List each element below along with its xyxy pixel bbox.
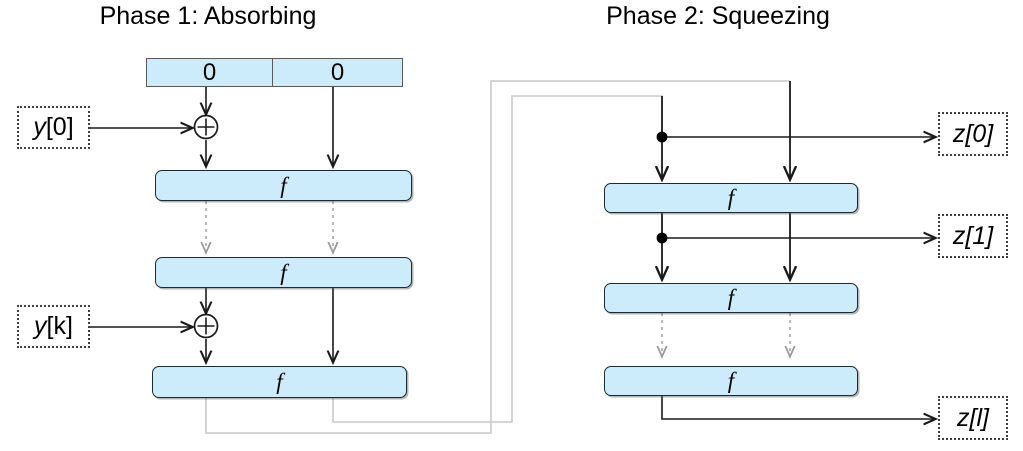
xor-glyph-2 [193,313,219,339]
input-y0-var: y [33,113,46,141]
input-yk-var: y [34,312,47,340]
output-zl-var: z [957,403,970,432]
output-zl-index: [l] [969,403,989,432]
phase1-title: Phase 1: Absorbing [99,2,317,30]
input-yk-index: [k] [46,312,73,340]
phase2-title: Phase 2: Squeezing [606,2,830,30]
feedback-capacity-path [332,95,663,423]
f-block-3: f [152,366,407,398]
f-block-5: f [604,283,858,313]
feedback-rate-path [205,80,790,434]
output-z0-index: [0] [965,119,994,148]
input-y0: y[0] [17,106,90,149]
input-yk: y[k] [17,305,90,348]
state-cell-rate: 0 [146,58,273,87]
xor-glyph-1 [193,114,219,140]
tap-dot-z1 [656,232,668,244]
output-zl: z[l] [938,396,1008,440]
output-z0: z[0] [938,112,1008,156]
input-y0-index: [0] [45,113,74,141]
tap-dot-z0 [656,131,668,143]
wire-tap-z1 [656,232,935,244]
f-block-6: f [604,366,858,396]
output-z1: z[1] [938,214,1008,258]
output-z1-index: [1] [965,221,994,250]
f-block-1: f [155,170,412,201]
state-cell-capacity: 0 [272,58,403,87]
output-z0-var: z [952,119,966,148]
f-block-2: f [155,257,412,288]
wire-tap-z0 [656,131,935,143]
output-z1-var: z [952,221,966,250]
f-block-4: f [604,183,858,213]
wire-f6-to-zl [661,396,935,419]
